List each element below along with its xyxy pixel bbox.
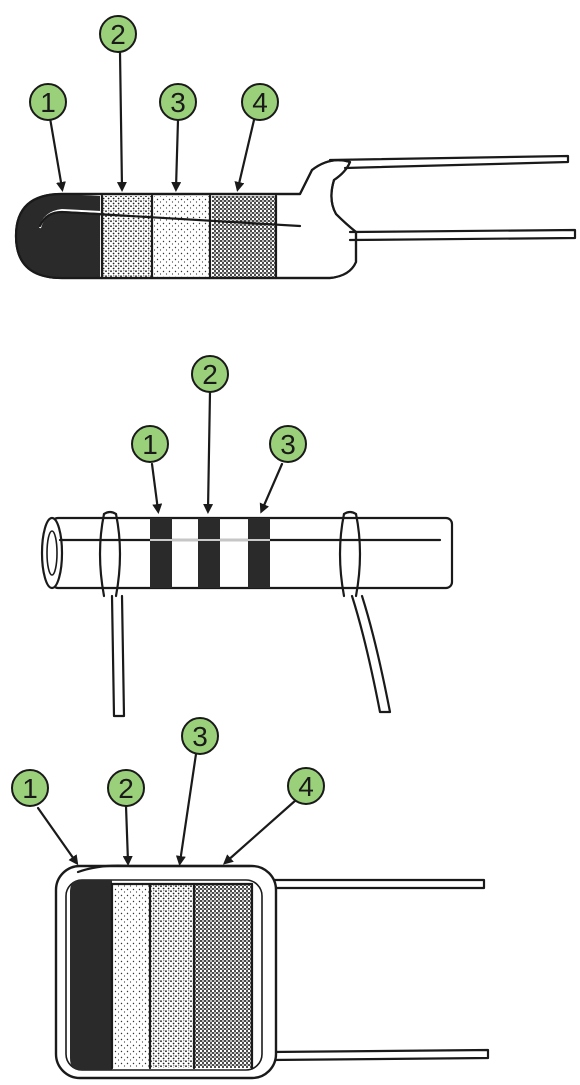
resistor-left-lead	[98, 510, 126, 718]
badge-4: 4	[241, 83, 279, 121]
pointer-b1	[36, 806, 79, 866]
pointer-1	[48, 116, 66, 192]
resistor-band-3	[248, 518, 270, 588]
resistor-band-2	[198, 518, 220, 588]
block-capacitor-leads	[268, 878, 490, 1062]
svg-text:4: 4	[252, 87, 268, 118]
capacitor-leads	[328, 154, 577, 242]
svg-text:3: 3	[192, 721, 208, 752]
badge-b1: 1	[11, 769, 49, 807]
resistor-pointers	[150, 390, 284, 514]
band-2	[102, 196, 152, 278]
badge-r3: 3	[269, 425, 307, 463]
pointer-4	[234, 118, 256, 192]
badge-r1: 1	[131, 425, 169, 463]
block-band-4	[194, 884, 252, 1068]
tubular-capacitor	[14, 154, 577, 280]
band-1-dark-cap	[16, 194, 100, 278]
pointer-b2	[122, 804, 133, 866]
pointer-2	[116, 50, 127, 192]
svg-text:2: 2	[110, 19, 126, 50]
badge-b4: 4	[287, 767, 325, 805]
pointer-b3	[175, 752, 198, 866]
resistor-band-1	[150, 518, 172, 588]
band-4	[212, 196, 276, 278]
svg-text:2: 2	[202, 359, 218, 390]
badge-1: 1	[29, 83, 67, 121]
pointer-r2	[203, 390, 214, 514]
block-capacitor	[54, 864, 490, 1080]
svg-text:3: 3	[280, 429, 296, 460]
block-band-3	[150, 884, 194, 1068]
badge-b3: 3	[181, 717, 219, 755]
svg-text:3: 3	[170, 87, 186, 118]
badge-r2: 2	[191, 355, 229, 393]
pointer-r1	[150, 462, 163, 514]
badge-2: 2	[99, 15, 137, 53]
svg-text:2: 2	[118, 773, 134, 804]
pointer-3	[171, 118, 182, 192]
block-band-2	[112, 884, 150, 1068]
block-pointers	[36, 752, 298, 866]
axial-resistor	[40, 510, 454, 718]
band-3	[154, 196, 210, 278]
resistor-right-lead	[338, 510, 392, 714]
pointer-r3	[259, 462, 284, 514]
badge-3: 3	[159, 83, 197, 121]
pointer-b4	[223, 798, 298, 865]
svg-text:1: 1	[40, 87, 56, 118]
capacitor-pointers	[48, 50, 256, 192]
svg-text:1: 1	[22, 773, 38, 804]
svg-text:1: 1	[142, 429, 158, 460]
badge-b2: 2	[107, 769, 145, 807]
block-band-1	[70, 880, 112, 1070]
svg-text:4: 4	[298, 771, 314, 802]
